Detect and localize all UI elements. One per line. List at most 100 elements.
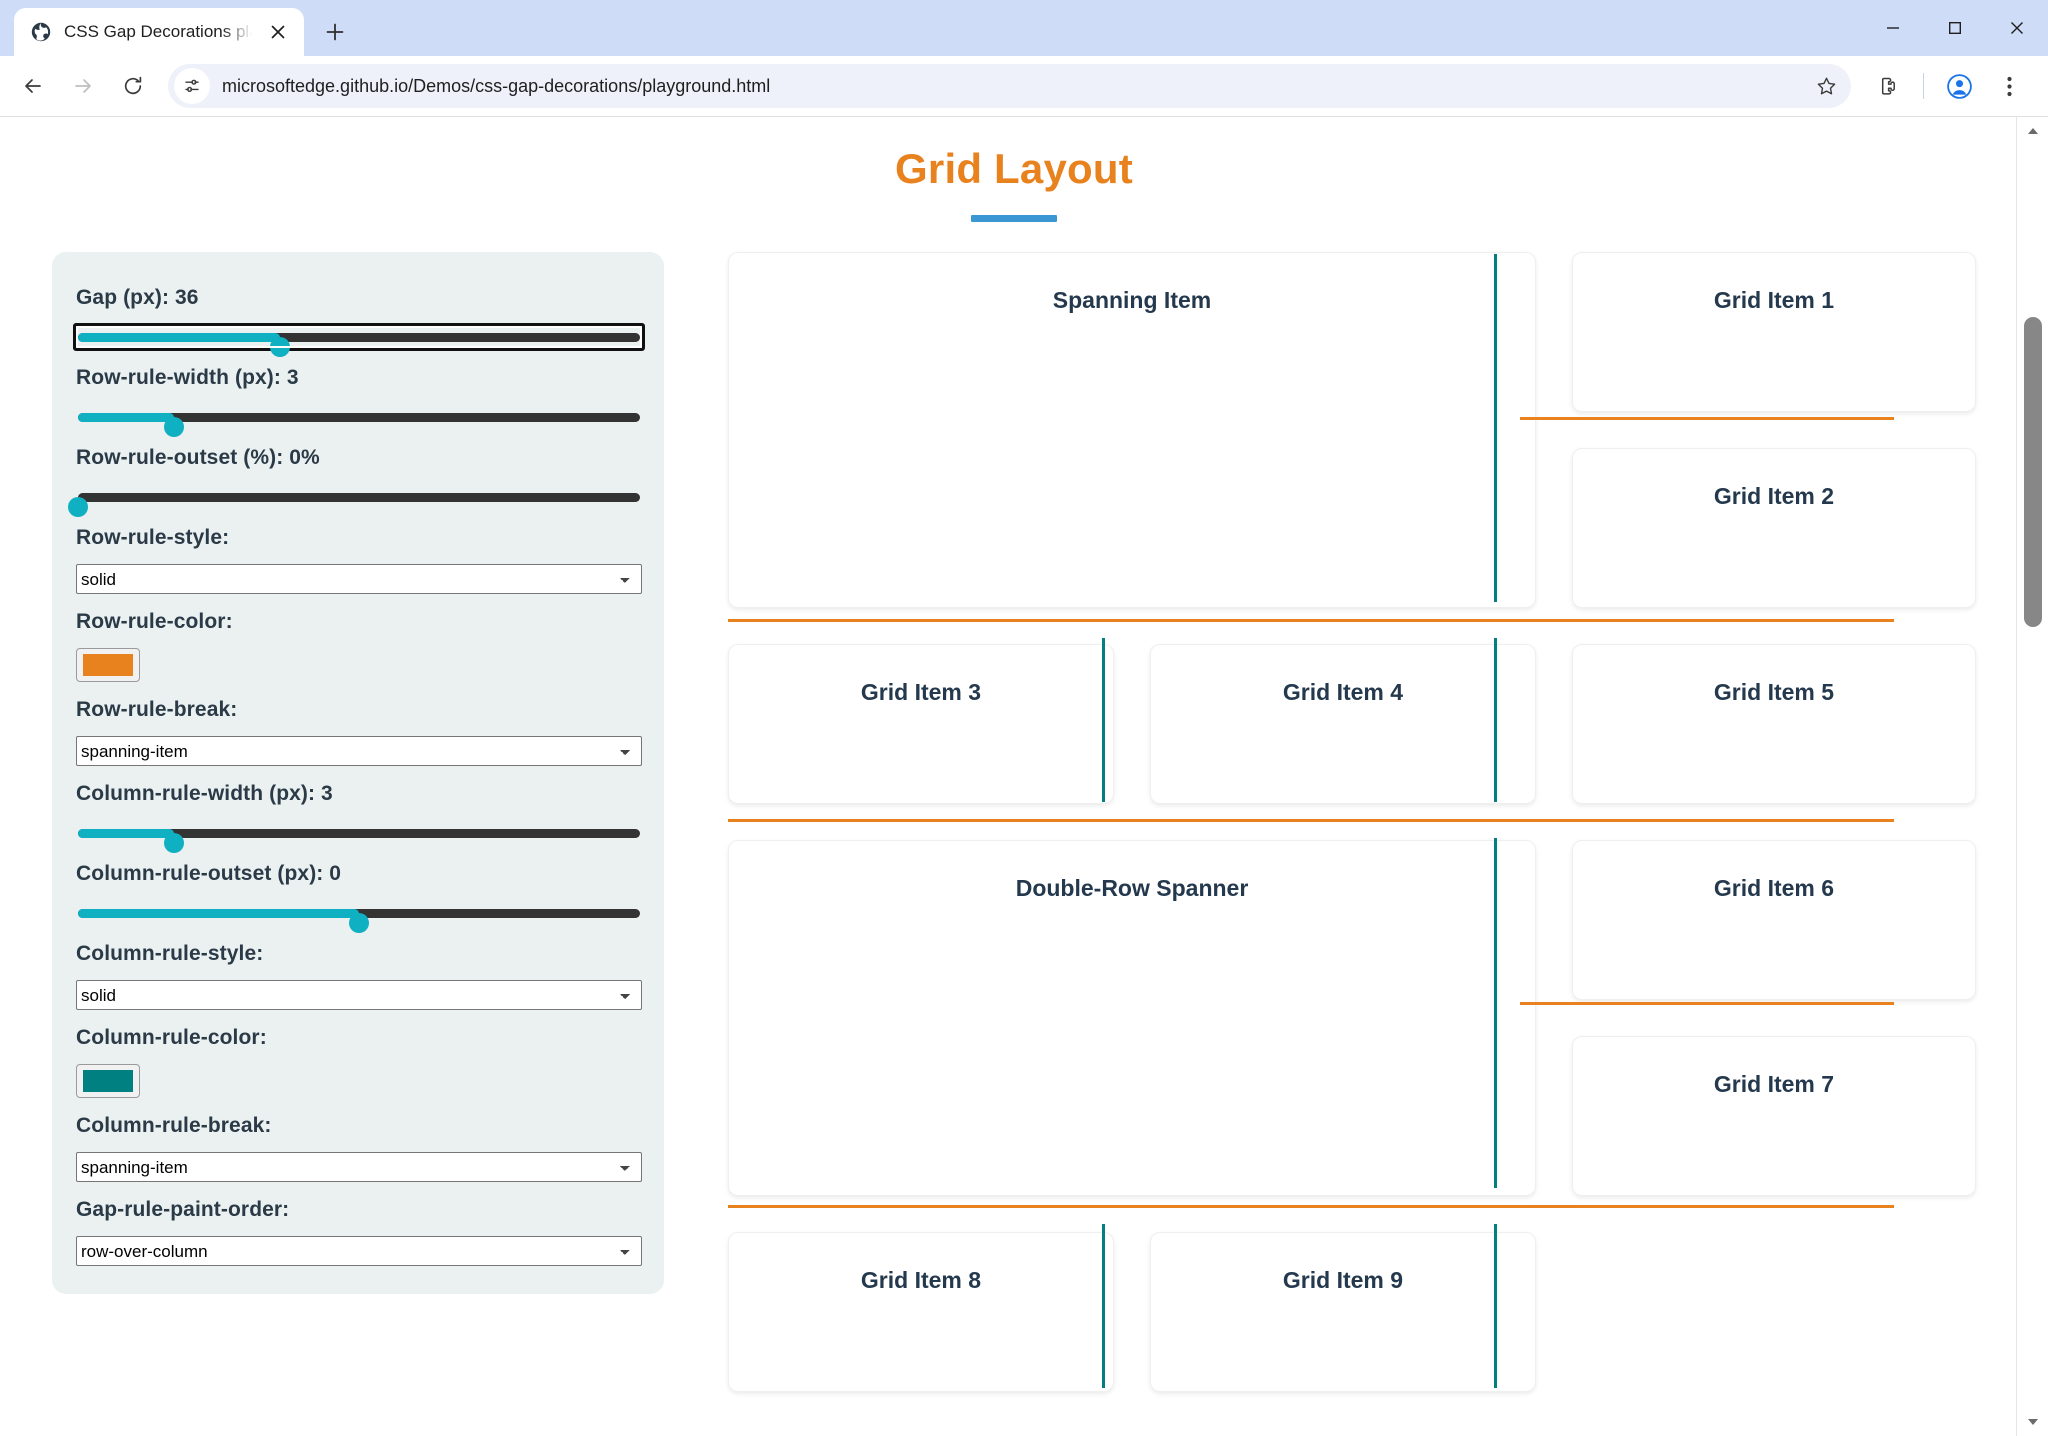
page-content: Grid Layout Gap (px): 36	[0, 117, 2016, 1436]
control-label-column-rule-color: Column-rule-color:	[76, 1026, 267, 1049]
grid-cell-item-2: Grid Item 2	[1572, 448, 1976, 608]
control-column-rule-style: Column-rule-style: solid	[76, 942, 642, 1010]
forward-icon[interactable]	[60, 63, 106, 109]
row-rule-main-1	[728, 619, 1894, 622]
control-label-column-rule-width: Column-rule-width (px): 3	[76, 782, 333, 805]
column-rule-style-select[interactable]: solid	[76, 980, 642, 1010]
control-label-row-rule-color: Row-rule-color:	[76, 610, 233, 633]
address-bar[interactable]: microsoftedge.github.io/Demos/css-gap-de…	[168, 64, 1851, 108]
profile-icon[interactable]	[1936, 63, 1982, 109]
toolbar-divider	[1923, 73, 1924, 99]
grid-cell-label: Grid Item 4	[1282, 679, 1404, 705]
column-rule-width-thumb[interactable]	[163, 833, 184, 853]
minimize-button[interactable]	[1862, 0, 1924, 56]
globe-icon	[30, 21, 52, 43]
column-rule-outset-track	[78, 909, 640, 933]
column-rule-outset-fill	[78, 909, 359, 918]
grid-cell-label: Grid Item 9	[1282, 1267, 1404, 1293]
column-rule-break-select[interactable]: spanning-item	[76, 1152, 642, 1182]
row-rule-color-input[interactable]	[76, 648, 140, 682]
control-gap-rule-paint-order: Gap-rule-paint-order: row-over-column	[76, 1198, 642, 1266]
row-4-right-empty	[1572, 1232, 1976, 1392]
row-rule-width-slider[interactable]	[76, 404, 642, 437]
column-rule-width-fill	[78, 829, 174, 838]
grid-cell-label: Grid Item 5	[1713, 679, 1835, 705]
tab-title: CSS Gap Decorations playground	[64, 22, 252, 41]
title-underline	[971, 215, 1057, 222]
column-rule-outset-thumb[interactable]	[349, 913, 369, 933]
control-label-gap: Gap (px): 36	[76, 286, 199, 309]
site-info-icon[interactable]	[174, 68, 210, 104]
column-rule-row4-left	[1102, 1224, 1105, 1388]
control-label-column-rule-style: Column-rule-style:	[76, 942, 264, 965]
control-label-row-rule-width: Row-rule-width (px): 3	[76, 366, 299, 389]
row-rule-outset-slider[interactable]	[68, 484, 642, 517]
column-rule-color-input[interactable]	[76, 1064, 140, 1098]
reload-icon[interactable]	[110, 63, 156, 109]
row-rule-width-thumb[interactable]	[163, 417, 184, 437]
grid-cell-label: Double-Row Spanner	[1015, 875, 1249, 901]
gap-slider-fill	[78, 333, 281, 342]
scrollbar-thumb[interactable]	[2024, 317, 2042, 627]
column-rule-color-swatch	[83, 1070, 133, 1092]
close-window-button[interactable]	[1986, 0, 2048, 56]
playground-layout: Gap (px): 36 Row-rule-width (px): 3	[52, 252, 1976, 1402]
grid-cell-label: Grid Item 3	[860, 679, 982, 705]
grid-cell-item-5: Grid Item 5	[1572, 644, 1976, 804]
star-icon[interactable]	[1807, 67, 1845, 105]
row-rule-outset-thumb[interactable]	[68, 497, 88, 517]
control-label-gap-rule-paint-order: Gap-rule-paint-order:	[76, 1198, 290, 1221]
row-rule-break-select[interactable]: spanning-item	[76, 736, 642, 766]
control-label-row-rule-break: Row-rule-break:	[76, 698, 238, 721]
grid-demo: Spanning Item Grid Item 1 Grid Item 2	[728, 252, 1976, 1402]
grid-cell-label: Spanning Item	[1052, 287, 1212, 313]
control-row-rule-color: Row-rule-color:	[76, 610, 642, 682]
grid-cell-item-8: Grid Item 8	[728, 1232, 1114, 1392]
tab-strip: CSS Gap Decorations playground	[0, 0, 2048, 56]
browser-tab[interactable]: CSS Gap Decorations playground	[14, 8, 304, 56]
row-rule-width-track	[78, 413, 640, 437]
page-scrollbar[interactable]	[2016, 117, 2048, 1436]
control-column-rule-width: Column-rule-width (px): 3	[76, 782, 642, 853]
row-2-left-group: Grid Item 3 Grid Item 4	[728, 644, 1536, 804]
grid-cell-item-7: Grid Item 7	[1572, 1036, 1976, 1196]
scrollbar-down-arrow-icon[interactable]	[2017, 1408, 2048, 1436]
grid-cell-label: Grid Item 2	[1713, 483, 1835, 509]
column-rule-row4-right	[1494, 1224, 1497, 1388]
control-row-rule-break: Row-rule-break: spanning-item	[76, 698, 642, 766]
right-column-group-2: Grid Item 6 Grid Item 7	[1572, 840, 1976, 1196]
url-text: microsoftedge.github.io/Demos/css-gap-de…	[222, 75, 771, 96]
row-rule-main-3	[728, 1205, 1894, 1208]
control-row-rule-style: Row-rule-style: solid	[76, 526, 642, 594]
row-rule-right-2	[1520, 1002, 1894, 1005]
column-rule-outset-slider[interactable]	[76, 900, 642, 933]
column-rule-row3	[1494, 838, 1497, 1188]
scrollbar-up-arrow-icon[interactable]	[2017, 117, 2048, 145]
new-tab-button[interactable]	[314, 11, 356, 53]
row-rule-width-fill	[78, 413, 174, 422]
column-rule-width-slider[interactable]	[76, 820, 642, 853]
row-rule-main-2	[728, 819, 1894, 822]
column-rule-row2-right	[1494, 638, 1497, 802]
control-label-row-rule-outset: Row-rule-outset (%): 0%	[76, 446, 320, 469]
column-rule-row2-left	[1102, 638, 1105, 802]
maximize-button[interactable]	[1924, 0, 1986, 56]
puzzle-icon[interactable]	[1865, 63, 1911, 109]
gap-slider-thumb[interactable]	[270, 337, 291, 357]
grid-cell-item-4: Grid Item 4	[1150, 644, 1536, 804]
grid-cell-label: Grid Item 1	[1713, 287, 1835, 313]
gap-slider-track	[78, 333, 640, 357]
gap-rule-paint-order-select[interactable]: row-over-column	[76, 1236, 642, 1266]
column-rule-main	[1494, 254, 1497, 602]
row-rule-color-swatch	[83, 654, 133, 676]
gap-slider[interactable]	[73, 323, 645, 357]
row-rule-right-1	[1520, 417, 1894, 420]
back-icon[interactable]	[10, 63, 56, 109]
row-rule-style-select[interactable]: solid	[76, 564, 642, 594]
grid-cell-item-9: Grid Item 9	[1150, 1232, 1536, 1392]
kebab-menu-icon[interactable]	[1986, 63, 2032, 109]
control-label-column-rule-break: Column-rule-break:	[76, 1114, 272, 1137]
grid-cell-spanning-item: Spanning Item	[728, 252, 1536, 608]
tab-close-icon[interactable]	[264, 18, 292, 46]
control-row-rule-outset: Row-rule-outset (%): 0%	[68, 446, 642, 517]
